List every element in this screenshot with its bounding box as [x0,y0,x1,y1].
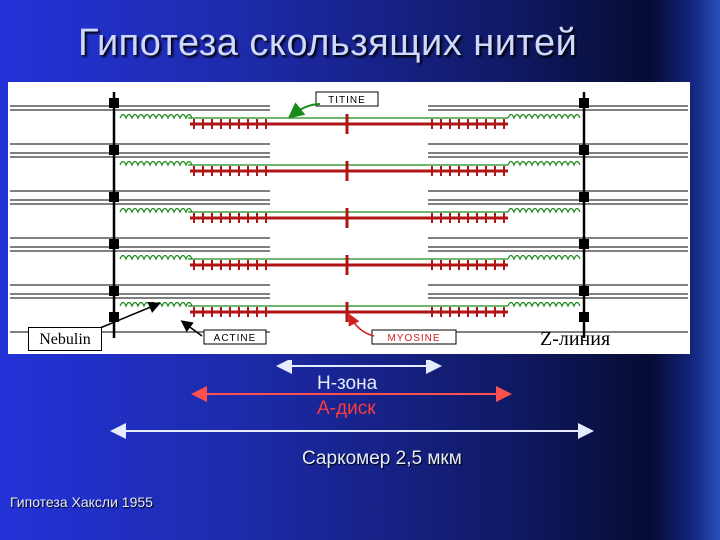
titin-coil [120,209,192,213]
titin-coil [120,256,192,260]
actine-arrow [183,322,202,336]
sarcomere-diagram-svg: TITINE ACTINE MYOSINE [8,82,690,354]
myosine-label: MYOSINE [387,333,440,344]
a-disk-label: A-диск [317,398,376,420]
sarcomere-label: Саркомер 2,5 мкм [302,448,462,470]
nebulin-label: Nebulin [28,327,102,351]
filament-units [10,98,688,332]
titin-coil [508,303,580,307]
myosine-arrow [350,316,374,336]
z-line-label: Z-линия [540,328,610,351]
titin-coil [508,209,580,213]
titin-coil [120,162,192,166]
titine-label: TITINE [328,95,366,106]
titin-coil [508,115,580,119]
titin-coil [120,115,192,119]
footer-note: Гипотеза Хаксли 1955 [10,494,153,510]
nebulin-arrow [100,304,158,328]
actine-label: ACTINE [214,333,257,344]
titin-coil [508,256,580,260]
slide-title: Гипотеза скользящих нитей [78,22,577,65]
titin-coil [508,162,580,166]
sarcomere-diagram: TITINE ACTINE MYOSINE [8,82,690,354]
h-zone-label: H-зона [317,373,377,395]
